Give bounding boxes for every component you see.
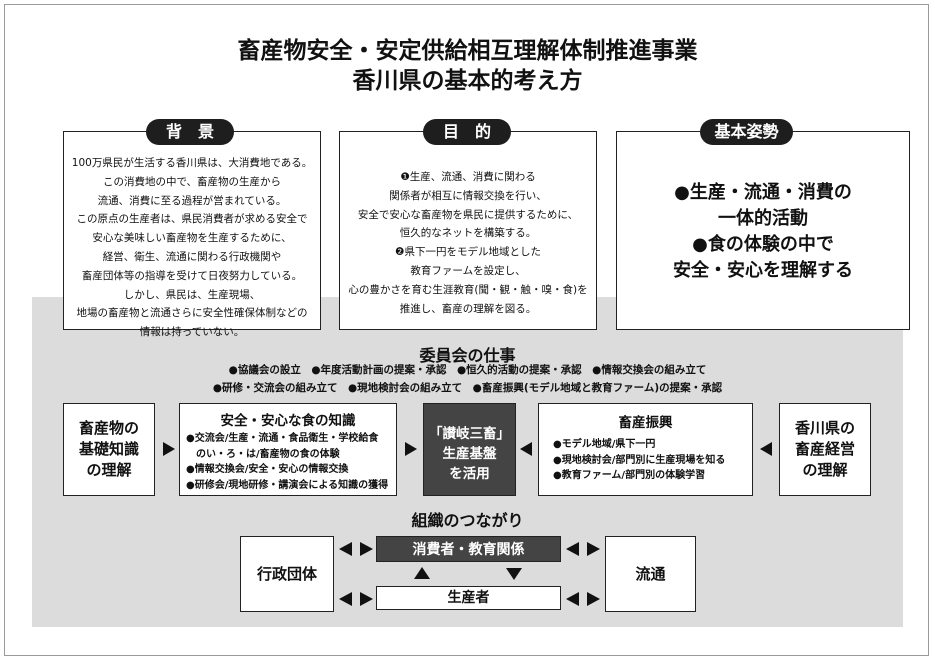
background-box (63, 131, 321, 330)
livestock-management-text: 香川県の 畜産経営 の理解 (794, 419, 855, 479)
network-heading: 組織のつながり (411, 511, 524, 530)
committee-heading: 委員会の仕事 (419, 346, 516, 365)
promotion-title: 畜産振興 (618, 415, 673, 431)
consumers-bar: 消費者・教育関係 (376, 536, 561, 562)
purpose-box (339, 131, 597, 330)
purpose-text: ❶生産、流通、消費に関わる 関係者が相互に情報交換を行い、 安全で安心な畜産物を… (348, 171, 588, 315)
page-frame (4, 4, 929, 656)
background-label: 背 景 (146, 119, 234, 145)
knowledge-title: 安全・安心な食の知識 (220, 413, 356, 429)
page-title: 畜産物安全・安定供給相互理解体制推進事業 (237, 38, 698, 64)
background-text: 100万県民が生活する香川県は、大消費地である。 この消費地の中で、畜産物の生産… (71, 157, 313, 339)
stance-box (616, 131, 910, 330)
promotion-list: ●モデル地域/県下一円 ●現地検討会/部門別に生産現場を知る ●教育ファーム/部… (553, 439, 726, 481)
distribution-box (605, 536, 696, 612)
livestock-management-box (779, 403, 871, 496)
production-base-box: 「讃岐三畜」 生産基盤 を活用 (423, 403, 516, 496)
arrow-up-icon (414, 567, 430, 579)
arrow-down-icon (506, 568, 522, 580)
double-arrow-icon (339, 592, 373, 606)
arrow-left-icon (520, 442, 532, 456)
admin-box (240, 536, 334, 612)
arrow-right-icon (405, 442, 417, 456)
basic-knowledge-text: 畜産物の 基礎知識 の理解 (78, 419, 139, 479)
knowledge-list: ●交流会/生産・流通・食品衛生・学校給食 のい・ろ・は/畜産物の食の体験 ●情報… (186, 433, 389, 491)
knowledge-box (179, 403, 397, 496)
stance-text: ●生産・流通・消費の 一体的活動 ●食の体験の中で 安全・安心を理解する (673, 182, 853, 281)
double-arrow-icon (566, 592, 600, 606)
producers-bar: 生産者 (376, 586, 561, 610)
admin-label: 行政団体 (256, 565, 317, 583)
purpose-label: 目 的 (423, 119, 511, 145)
committee-duties: ●協議会の設立 ●年度活動計画の提案・承認 ●恒久的活動の提案・承認 ●情報交換… (212, 364, 723, 394)
stance-label: 基本姿勢 (700, 119, 793, 145)
distribution-label: 流通 (635, 565, 666, 583)
arrow-right-icon (163, 442, 175, 456)
double-arrow-icon (566, 542, 600, 556)
page-subtitle: 香川県の基本的考え方 (352, 68, 583, 94)
double-arrow-icon (339, 542, 373, 556)
basic-knowledge-box (63, 403, 155, 496)
promotion-box (538, 403, 753, 496)
arrow-left-icon (760, 442, 772, 456)
